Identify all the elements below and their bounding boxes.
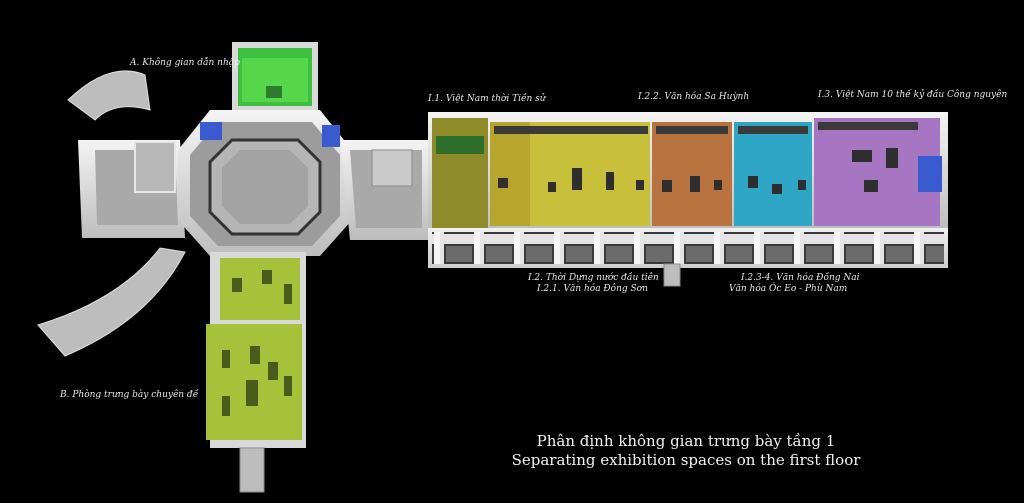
zone-i234-room bbox=[734, 122, 812, 226]
hall-window-right bbox=[322, 125, 340, 147]
label-zone-i2: I.2. Thời Dựng nước đầu tiên bbox=[528, 273, 659, 283]
label-zone-a: A. Không gian dẫn nhập bbox=[130, 58, 240, 68]
label-zone-i234: I.2.3-4. Văn hóa Đồng Nai bbox=[741, 273, 860, 283]
corridor-stairs bbox=[371, 149, 413, 187]
zone-a-exhibit bbox=[266, 86, 282, 98]
zone-b-exhibits bbox=[222, 270, 292, 416]
hall-window-left bbox=[200, 122, 222, 140]
diagram-title: Phân định không gian trưng bày tầng 1 Se… bbox=[486, 432, 886, 470]
label-zone-i22: I.2.2. Văn hóa Sa Huỳnh bbox=[638, 92, 750, 102]
main-wing-colonnade bbox=[432, 232, 944, 264]
zone-i1-room bbox=[432, 118, 488, 230]
zone-i22-room bbox=[652, 122, 732, 226]
label-zone-b: B. Phòng trưng bày chuyên đề bbox=[60, 390, 199, 400]
title-vietnamese: Phân định không gian trưng bày tầng 1 bbox=[536, 432, 836, 450]
central-atrium-void bbox=[222, 150, 308, 224]
zone-i1-green-exhibit bbox=[436, 136, 484, 154]
zone-b-stairs bbox=[239, 447, 265, 493]
upper-curved-ramp bbox=[67, 70, 151, 121]
zone-i3-bay-window bbox=[918, 156, 942, 192]
label-zone-i1: I.1. Việt Nam thời Tiền sử bbox=[428, 94, 546, 104]
label-zone-i21: I.2.1. Văn hóa Đông Sơn bbox=[537, 284, 648, 294]
facade-entrance-stairs bbox=[663, 263, 681, 287]
label-zone-i3: I.3. Việt Nam 10 thế kỷ đầu Công nguyên bbox=[818, 90, 1008, 100]
lower-curved-ramp bbox=[37, 247, 186, 357]
label-zone-oceo: Văn hóa Óc Eo - Phù Nam bbox=[729, 284, 848, 294]
title-english: Separating exhibition spaces on the firs… bbox=[511, 451, 861, 469]
zone-i21-room bbox=[530, 122, 650, 226]
main-wing-wall-cases bbox=[494, 122, 918, 134]
main-wing-exhibits bbox=[498, 148, 898, 194]
left-lobby-room bbox=[134, 141, 176, 193]
